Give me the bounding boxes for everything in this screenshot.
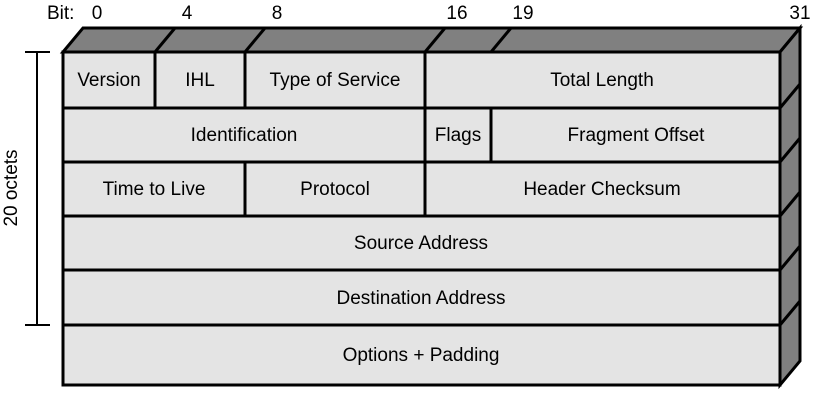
field-cell-total-length[interactable] — [423, 50, 782, 110]
field-cell-protocol[interactable] — [243, 160, 427, 218]
field-cell-fragment-offset[interactable] — [489, 106, 782, 164]
field-label-source-address: Source Address — [354, 233, 488, 254]
side-face-polygon — [778, 23, 802, 390]
bit-tick-label-0: 0 — [92, 3, 103, 24]
field-label-destination-address: Destination Address — [337, 288, 506, 309]
bit-tick-label-19: 19 — [512, 3, 533, 24]
field-label-fragment-offset: Fragment Offset — [568, 125, 706, 146]
header-row-0: Version IHL Type of Service Total Length — [61, 50, 782, 110]
header-row-3: Source Address — [61, 214, 782, 272]
bit-tick-label-31: 31 — [789, 3, 810, 24]
field-label-protocol: Protocol — [300, 179, 370, 200]
top-face-tick-bit19 — [489, 27, 513, 53]
field-label-flags: Flags — [435, 125, 481, 146]
field-label-ihl: IHL — [185, 70, 215, 91]
field-cell-options-padding[interactable] — [61, 323, 782, 387]
size-bracket-label: 20 octets — [1, 149, 22, 226]
bit-tick-label-4: 4 — [182, 3, 193, 24]
field-cell-identification[interactable] — [61, 106, 427, 164]
header-row-1: Identification Flags Fragment Offset — [61, 106, 782, 164]
field-label-options-padding: Options + Padding — [343, 345, 500, 366]
side-face-tick-row3 — [778, 245, 802, 271]
field-cell-source-address[interactable] — [61, 214, 782, 272]
box-side-face — [778, 23, 802, 390]
side-face-tick-row2 — [778, 191, 802, 217]
box-front-face: Version IHL Type of Service Total Length… — [61, 50, 782, 387]
header-row-4: Destination Address — [61, 268, 782, 327]
header-row-5: Options + Padding — [61, 323, 782, 387]
top-face-tick-bit16 — [423, 27, 447, 53]
top-face-tick-bit4 — [153, 27, 177, 53]
bit-tick-label-16: 16 — [446, 3, 467, 24]
side-face-tick-row4 — [778, 300, 802, 326]
field-label-header-checksum: Header Checksum — [523, 179, 680, 200]
field-label-type-of-service: Type of Service — [270, 70, 401, 91]
field-label-total-length: Total Length — [550, 70, 654, 91]
header-row-2: Time to Live Protocol Header Checksum — [61, 160, 782, 218]
field-label-version: Version — [77, 70, 140, 91]
bit-ruler: Bit: 0 4 8 16 19 31 — [47, 3, 811, 24]
field-cell-destination-address[interactable] — [61, 268, 782, 327]
side-face-tick-row1 — [778, 137, 802, 163]
side-face-tick-row0 — [778, 83, 802, 109]
bit-tick-label-8: 8 — [272, 3, 283, 24]
box-top-face — [59, 26, 804, 54]
field-label-identification: Identification — [191, 125, 298, 146]
size-bracket: 20 octets — [1, 51, 50, 326]
field-label-time-to-live: Time to Live — [103, 179, 206, 200]
top-face-tick-bit8 — [243, 27, 267, 53]
field-cell-header-checksum[interactable] — [423, 160, 782, 218]
bit-ruler-caption: Bit: — [47, 3, 74, 24]
